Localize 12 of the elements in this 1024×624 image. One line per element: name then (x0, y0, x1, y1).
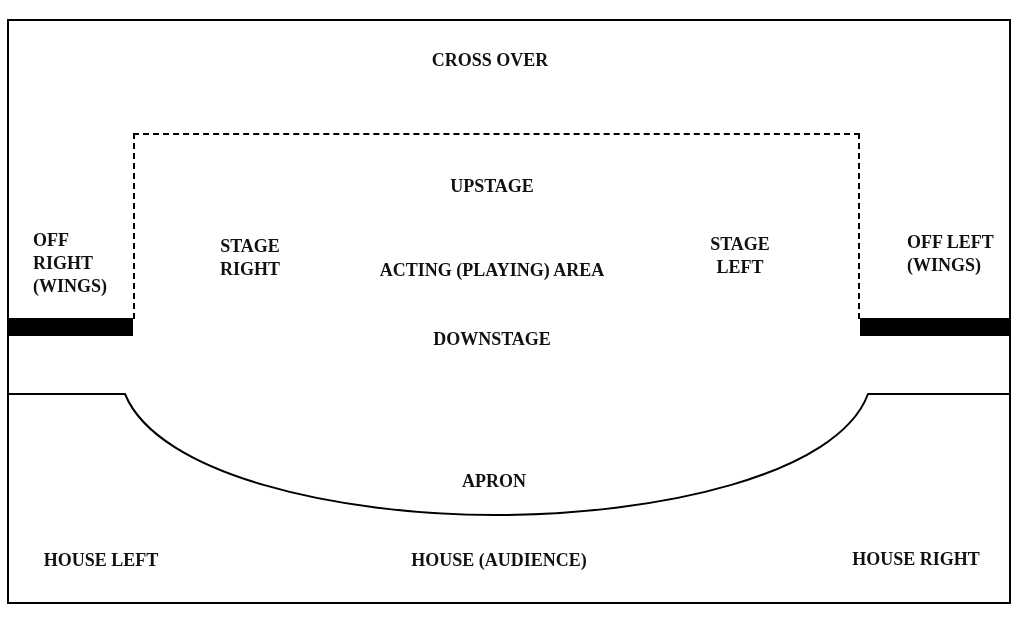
area-label: OFF LEFT (WINGS) (907, 231, 995, 277)
area-label: APRON (462, 470, 526, 493)
area-label: HOUSE (AUDIENCE) (411, 549, 587, 572)
area-label: STAGE RIGHT (219, 235, 281, 281)
area-label: UPSTAGE (450, 175, 534, 198)
area-label: OFF RIGHT (WINGS) (33, 229, 108, 298)
area-label: HOUSE LEFT (43, 549, 159, 572)
area-label: DOWNSTAGE (433, 328, 551, 351)
area-label: HOUSE RIGHT (852, 548, 980, 571)
area-label: STAGE LEFT (709, 233, 771, 279)
area-label: ACTING (PLAYING) AREA (379, 259, 605, 282)
area-label: CROSS OVER (431, 49, 549, 72)
